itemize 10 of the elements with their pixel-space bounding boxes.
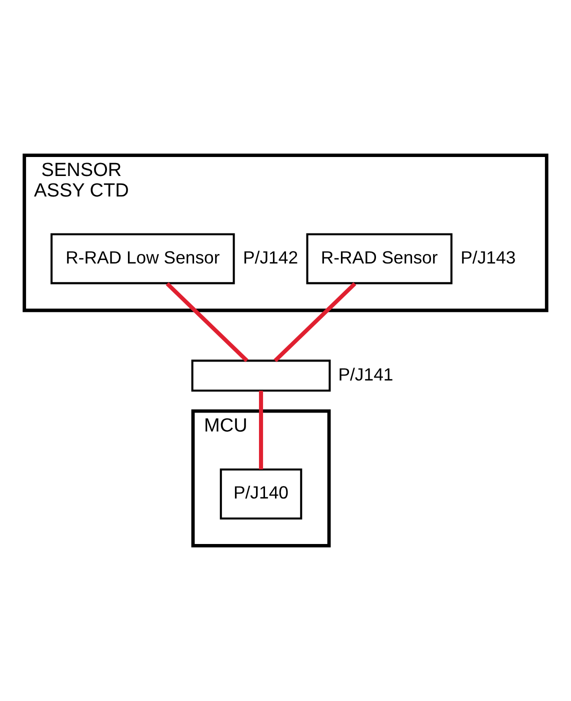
node-label: P/J141 — [338, 364, 394, 384]
node-box: R-RAD Sensor — [306, 233, 452, 284]
node-label: P/J143 — [460, 247, 516, 268]
node-label: P/J142 — [243, 247, 298, 268]
node-box: R-RAD Low Sensor — [50, 233, 235, 284]
node-box — [191, 360, 331, 392]
node-box: P/J140 — [220, 468, 302, 520]
connector — [166, 282, 248, 362]
connector — [258, 390, 264, 470]
connector — [274, 282, 356, 362]
